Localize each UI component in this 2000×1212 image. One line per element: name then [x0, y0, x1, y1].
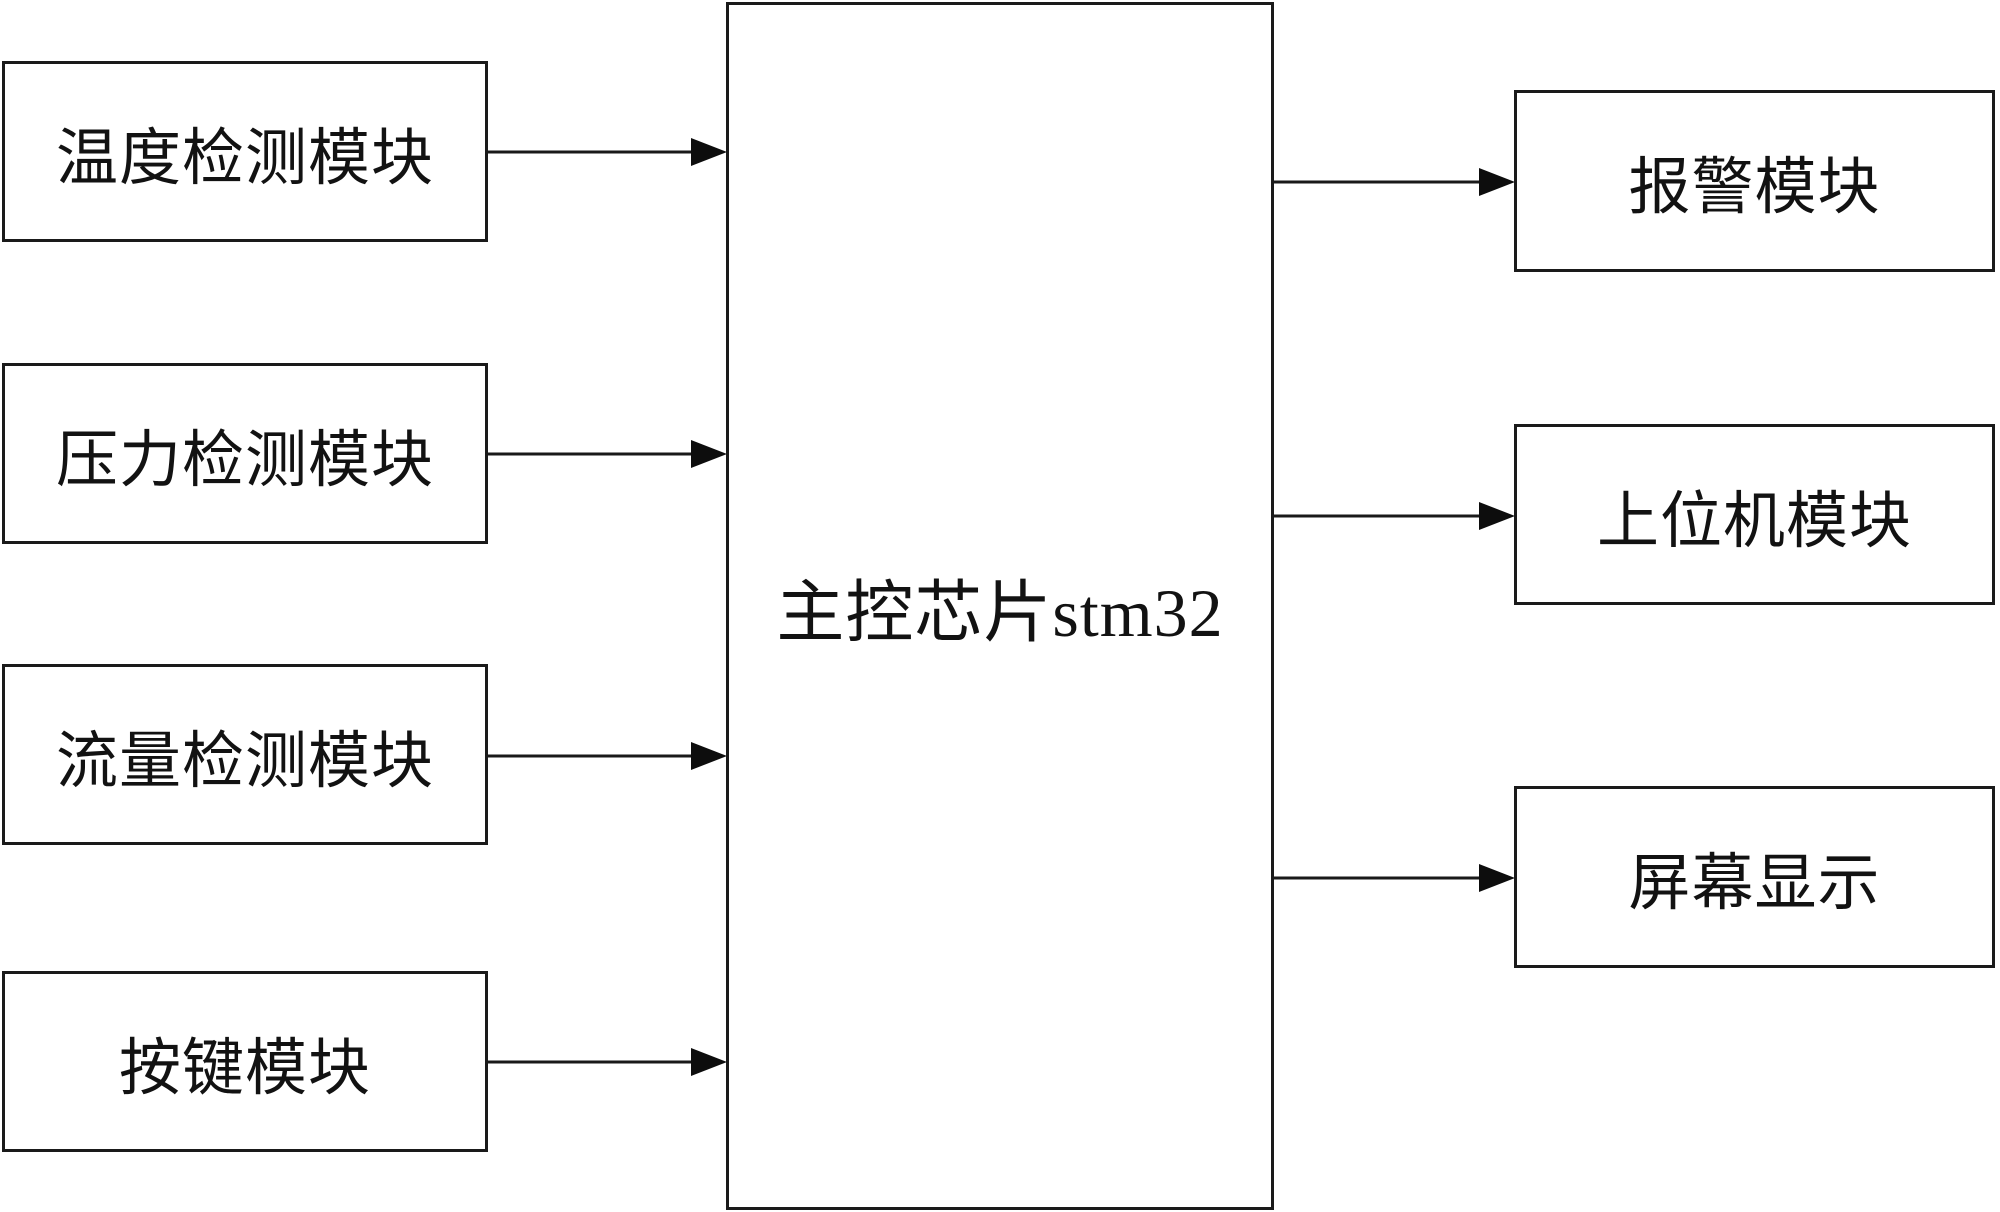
arrow-keys-to-chip — [486, 1048, 727, 1076]
arrow-chip-to-host — [1273, 502, 1515, 530]
node-label: 按键模块 — [118, 1034, 371, 1103]
arrow-temperature-to-chip — [486, 138, 727, 166]
node-label: 流量检测模块 — [55, 727, 434, 796]
node-flow-detection-module: 流量检测模块 — [2, 664, 488, 845]
node-label: 上位机模块 — [1596, 487, 1912, 556]
node-key-button-module: 按键模块 — [2, 971, 488, 1152]
arrow-flow-to-chip — [486, 742, 727, 770]
node-label: 报警模块 — [1628, 154, 1881, 222]
node-label: 屏幕显示 — [1628, 850, 1881, 918]
node-label: 主控芯片stm32 — [776, 574, 1224, 651]
node-pressure-detection-module: 压力检测模块 — [2, 363, 488, 544]
node-temperature-detection-module: 温度检测模块 — [2, 61, 488, 242]
arrow-chip-to-alarm — [1273, 168, 1515, 196]
node-label: 压力检测模块 — [55, 426, 434, 495]
arrow-pressure-to-chip — [486, 440, 727, 468]
node-alarm-module: 报警模块 — [1514, 90, 1995, 272]
node-host-computer-module: 上位机模块 — [1514, 424, 1995, 605]
node-main-control-chip-stm32: 主控芯片stm32 — [726, 2, 1274, 1210]
arrow-chip-to-display — [1273, 864, 1515, 892]
node-label: 温度检测模块 — [55, 124, 434, 193]
node-screen-display: 屏幕显示 — [1514, 786, 1995, 968]
